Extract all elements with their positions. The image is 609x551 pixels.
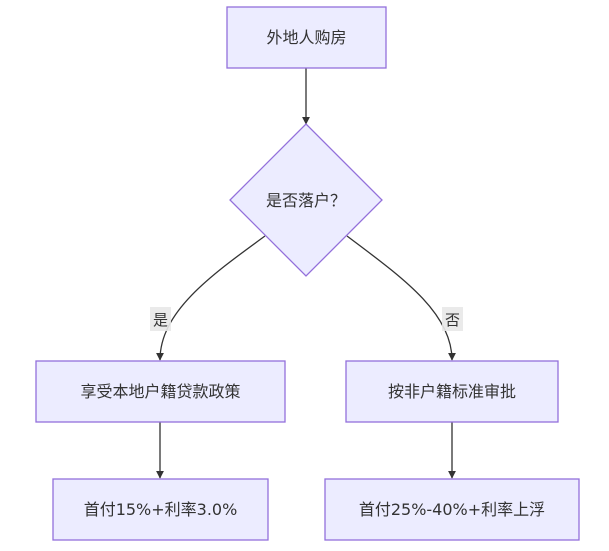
node-yes-terms: 首付15%+利率3.0% (52, 478, 269, 541)
node-yes-terms-label: 首付15%+利率3.0% (84, 500, 238, 519)
node-no-terms-label: 首付25%-40%+利率上浮 (359, 500, 545, 519)
node-no-policy-label: 按非户籍标准审批 (388, 382, 516, 401)
edge-label-no: 否 (442, 307, 463, 331)
edge-decision-to-no (346, 235, 456, 361)
edge-label-yes-text: 是 (153, 311, 168, 329)
node-decision-label: 是否落户？ (266, 191, 346, 210)
node-no-policy: 按非户籍标准审批 (345, 360, 559, 423)
node-start: 外地人购房 (226, 6, 387, 69)
edge-label-no-text: 否 (445, 311, 460, 329)
node-decision: 是否落户？ (229, 123, 383, 277)
edge-decision-to-yes (156, 235, 266, 361)
node-yes-policy: 享受本地户籍贷款政策 (35, 360, 286, 423)
edge-label-yes: 是 (150, 307, 171, 331)
node-start-label: 外地人购房 (266, 28, 346, 47)
node-no-terms: 首付25%-40%+利率上浮 (324, 478, 580, 541)
node-yes-policy-label: 享受本地户籍贷款政策 (80, 382, 240, 401)
